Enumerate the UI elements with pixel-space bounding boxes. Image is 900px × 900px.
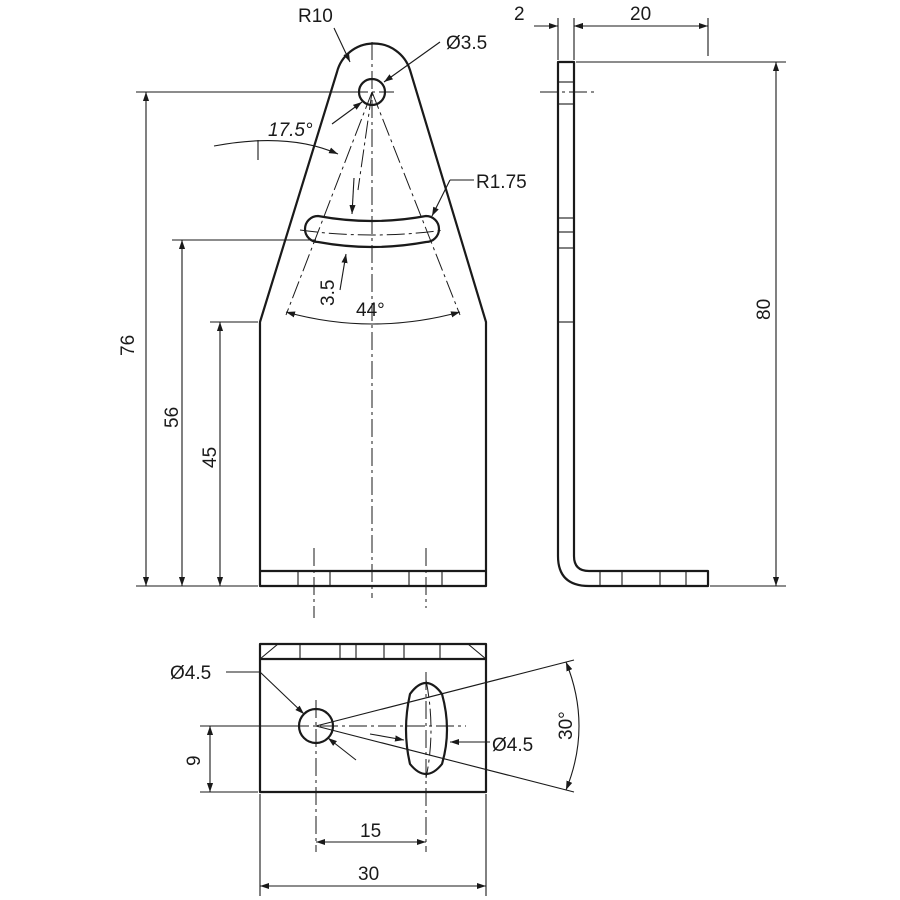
bottom-view-ticks [299,644,441,659]
bottom-view-outline [258,642,488,794]
bend-line-left [259,643,279,660]
radial-centerline-left [285,91,373,316]
front-view-outline [258,42,488,588]
side-view-dimensions: 2 20 80 [514,4,786,587]
bottom-view-dimensions: Ø4.5 30° Ø4.5 9 15 30 [170,659,580,896]
front-view-dimensions: R10 Ø3.5 17.5° R1.75 3.5 44° 76 56 45 [118,6,527,587]
leader-top-radius [333,27,351,63]
ray-30-top [315,659,575,727]
dim-slot-height: 56 [162,407,183,428]
arc-sweep-angle [565,661,580,791]
leader-bottom-slot-in [369,733,405,742]
leader-bottom-hole-2 [259,671,305,715]
dim-overall-height: 76 [118,335,139,356]
dim-top-hole: Ø3.5 [446,33,487,54]
radial-centerline-right [371,91,461,316]
dim-slot-angle: 44° [356,300,385,321]
dim-sweep-angle: 30° [556,711,577,740]
dim-body-height: 45 [200,447,221,468]
side-view-ticks [558,81,687,586]
dim-total-height: 80 [754,299,775,320]
dim-flange-length: 20 [630,4,651,25]
dim-tilt-angle: 17.5° [268,120,313,141]
side-view-outline [556,60,710,588]
ray-30-bot [315,725,575,793]
side-view [540,60,710,588]
dim-bottom-slot: Ø4.5 [492,735,533,756]
tilt-reference-line [357,91,373,191]
dim-top-radius: R10 [298,6,333,27]
bottom-slot-arc-centerline [425,679,432,779]
dim-slot-radius: R1.75 [476,172,527,193]
leader-top-hole [383,41,441,83]
curved-slot [303,214,441,249]
dim-base-width: 30 [358,864,379,885]
dim-slot-width: 3.5 [318,280,339,306]
arc-slot-angle [285,311,461,325]
leader-slot-radius-2 [431,179,451,217]
dim-hole-offset: 9 [184,755,205,766]
dim-hole-spacing: 15 [360,821,381,842]
leader-slot-width-bot [339,253,348,291]
dim-thickness: 2 [514,4,525,25]
dim-bottom-hole: Ø4.5 [170,663,211,684]
front-view [258,42,488,618]
bottom-kidney-slot [404,681,449,776]
bend-line-right [467,643,487,660]
leader-slot-width-top [349,177,356,215]
flange-hole-ticks [297,571,443,586]
leader-top-hole-in [331,101,363,125]
bottom-view [204,642,488,852]
leader-bottom-hole-3 [327,737,357,761]
arc-tilt-angle [213,140,339,155]
